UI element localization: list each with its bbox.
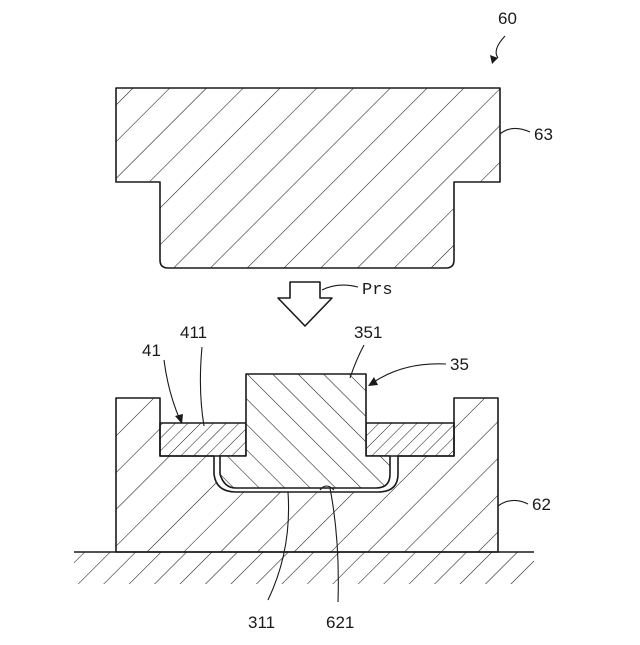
label-assembly: 60 (498, 9, 517, 28)
label-boss: 35 (450, 355, 469, 374)
label-upper-die: 63 (534, 125, 553, 144)
ground-base (74, 552, 534, 584)
label-boss-top: 351 (354, 323, 382, 342)
label-lower-die: 62 (532, 495, 551, 514)
label-boss-bottom: 311 (248, 613, 275, 632)
boss-member (220, 374, 390, 490)
label-workpiece-edge: 411 (180, 323, 207, 342)
label-press-force: Prs (362, 281, 393, 300)
label-die-cavity-surface: 621 (326, 613, 354, 632)
label-workpiece-part: 41 (142, 341, 161, 360)
upper-die (116, 88, 500, 268)
